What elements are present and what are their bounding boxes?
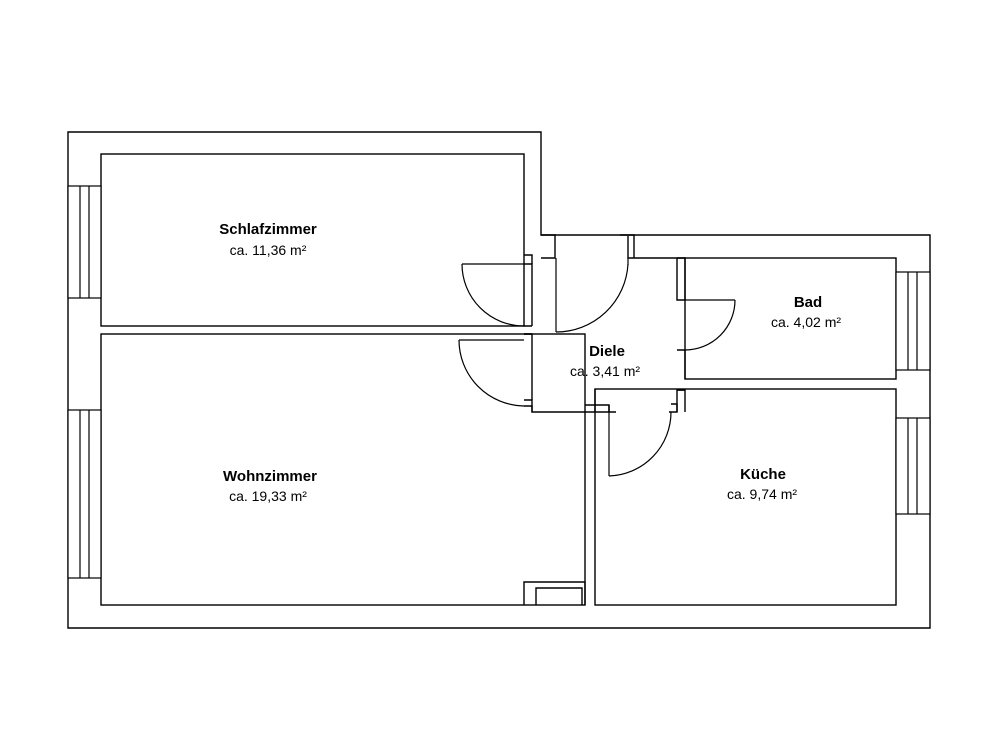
door-kueche <box>608 411 672 477</box>
diele-area: ca. 3,41 m² <box>570 363 640 379</box>
kueche-room <box>594 388 897 606</box>
bad-area: ca. 4,02 m² <box>771 314 841 330</box>
door-wohnzimmer <box>458 339 525 407</box>
wall-niche <box>523 581 586 605</box>
wohnzimmer-room <box>100 333 586 606</box>
outer-wall <box>67 131 931 629</box>
bad-name: Bad <box>794 294 822 311</box>
schlafzimmer-room <box>100 153 525 327</box>
diele-name: Diele <box>589 343 625 360</box>
kueche-name: Küche <box>740 466 786 483</box>
bad-room <box>684 257 897 380</box>
window-schlafzimmer <box>67 185 102 299</box>
window-wohnzimmer <box>67 409 102 579</box>
wohnzimmer-name: Wohnzimmer <box>223 468 317 485</box>
schlafzimmer-area: ca. 11,36 m² <box>230 242 307 258</box>
window-kueche <box>895 417 931 515</box>
door-schlafzimmer <box>461 263 525 327</box>
door-diele-entrance <box>555 258 629 333</box>
kueche-area: ca. 9,74 m² <box>727 486 797 502</box>
wohnzimmer-area: ca. 19,33 m² <box>229 488 307 504</box>
door-bad <box>684 299 736 351</box>
schlafzimmer-name: Schlafzimmer <box>219 221 317 238</box>
window-bad <box>895 271 931 371</box>
